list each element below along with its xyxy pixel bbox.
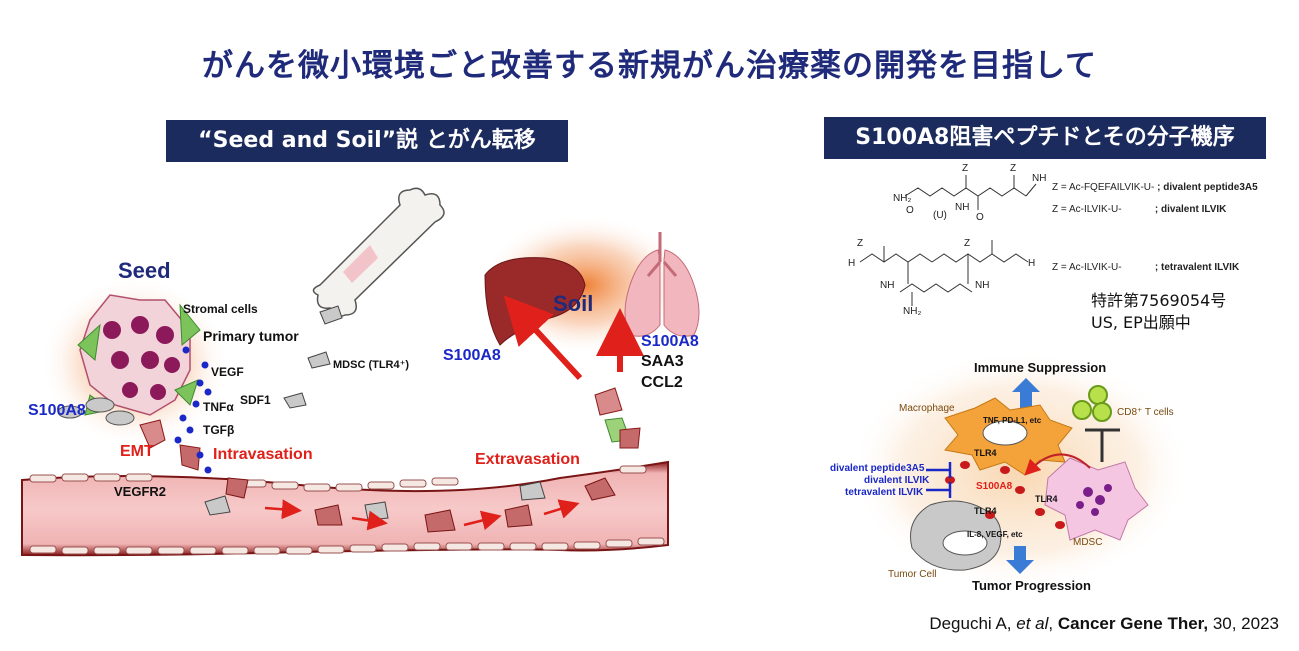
emt-label: EMT: [120, 443, 154, 460]
chem-nh-3: NH: [880, 280, 895, 291]
cytokine-dots: [174, 346, 212, 474]
tgf-label: TGFβ: [203, 423, 235, 437]
intravasation-label: Intravasation: [213, 446, 313, 463]
chem-nh2-2: NH₂: [903, 306, 922, 317]
chem-structure-2: [859, 240, 1029, 306]
chem-nh2-1: NH₂: [893, 193, 912, 204]
right-banner: S100A8阻害ペプチドとその分子機序: [824, 117, 1266, 159]
emt-cell: [179, 444, 201, 471]
inhibitor-3a5-label: divalent peptide3A5: [830, 463, 925, 474]
saa3-label: SAA3: [641, 353, 684, 370]
soil-label: Soil: [553, 291, 594, 316]
chem-formula-1: Z = Ac-FQEFAILVIK-U- ; divalent peptide3…: [1052, 182, 1258, 193]
mdsc-label: MDSC: [1073, 537, 1103, 548]
chem-z-4: Z: [964, 238, 971, 249]
immune-suppression-label: Immune Suppression: [974, 360, 1107, 375]
chem-o-1: O: [906, 205, 914, 216]
mdsc-to-macrophage-arrow: [1024, 453, 1091, 476]
tumor-cell-label: Tumor Cell: [888, 569, 937, 580]
citation: Deguchi A, et al, Cancer Gene Ther, 30, …: [929, 614, 1279, 633]
chem-z-3: Z: [857, 238, 864, 249]
tumor-progression-label: Tumor Progression: [972, 578, 1091, 593]
tnf-label: TNFα: [203, 400, 234, 414]
cd8-t-cells: [1072, 385, 1112, 422]
page-title: がんを微小環境ごと改善する新規がん治療薬の開発を目指して: [201, 48, 1098, 84]
patent-status: US, EP出願中: [1091, 313, 1191, 332]
chem-nh-4: NH: [975, 280, 990, 291]
tnf-pdl1-label: TNF, PD-L1, etc: [983, 416, 1042, 425]
chem-unit: (U): [933, 210, 947, 221]
chem-h-1: H: [848, 258, 856, 269]
stromal-cells-label: Stromal cells: [183, 302, 258, 316]
immune-suppression-arrow: [1012, 378, 1040, 408]
emt-cell: [139, 419, 166, 449]
cd8-t-cells-label: CD8⁺ T cells: [1117, 407, 1174, 418]
macrophage-label: Macrophage: [899, 403, 955, 414]
s100a8-seed-label: S100A8: [28, 402, 86, 419]
primary-tumor: [57, 294, 201, 426]
il8-vegf-label: IL-8, VEGF, etc: [967, 530, 1023, 539]
mdsc-tlr4-label: MDSC (TLR4⁺): [333, 359, 410, 371]
t-inhibition: [1085, 428, 1120, 462]
sdf1-label: SDF1: [240, 393, 271, 407]
s100a8-lung-label: S100A8: [641, 333, 699, 350]
chem-formula-3: Z = Ac-ILVIK-U- ; tetravalent ILVIK: [1052, 262, 1240, 273]
chem-o-2: O: [976, 212, 984, 223]
bone: [312, 187, 445, 318]
blood-vessel: [21, 460, 669, 557]
s100a8-liver-label: S100A8: [443, 347, 501, 364]
chem-structure-1: [904, 175, 1037, 210]
chem-z-1: Z: [962, 163, 969, 174]
left-banner: “Seed and Soil”説 とがん転移: [166, 120, 568, 162]
primary-tumor-label: Primary tumor: [203, 328, 299, 344]
tlr4-macrophage-label: TLR4: [974, 448, 997, 458]
tlr4-mdsc-label: TLR4: [1035, 494, 1058, 504]
chem-nh-1: NH: [1032, 173, 1047, 184]
extravasation-label: Extravasation: [475, 451, 580, 468]
seed-label: Seed: [118, 258, 171, 283]
tlr4-tumor-label: TLR4: [974, 506, 997, 516]
inhibitor-bars: [926, 462, 952, 498]
arrow-to-liver: [503, 295, 583, 381]
chem-nh-2: NH: [955, 202, 970, 213]
chem-formula-2: Z = Ac-ILVIK-U- ; divalent ILVIK: [1052, 204, 1227, 215]
chem-z-2: Z: [1010, 163, 1017, 174]
ccl2-label: CCL2: [641, 374, 683, 391]
inhibitor-tetravalent-ilvik-label: tetravalent ILVIK: [845, 487, 924, 498]
s100a8-dots: [945, 461, 1065, 529]
vegf-label: VEGF: [211, 365, 244, 379]
vegfr2-label: VEGFR2: [114, 484, 167, 499]
patent-number: 特許第7569054号: [1091, 291, 1227, 310]
inhibitor-divalent-ilvik-label: divalent ILVIK: [864, 475, 930, 486]
chem-h-2: H: [1028, 258, 1036, 269]
tumor-progression-arrow: [1006, 546, 1034, 574]
s100a8-mechanism-label: S100A8: [976, 481, 1013, 492]
